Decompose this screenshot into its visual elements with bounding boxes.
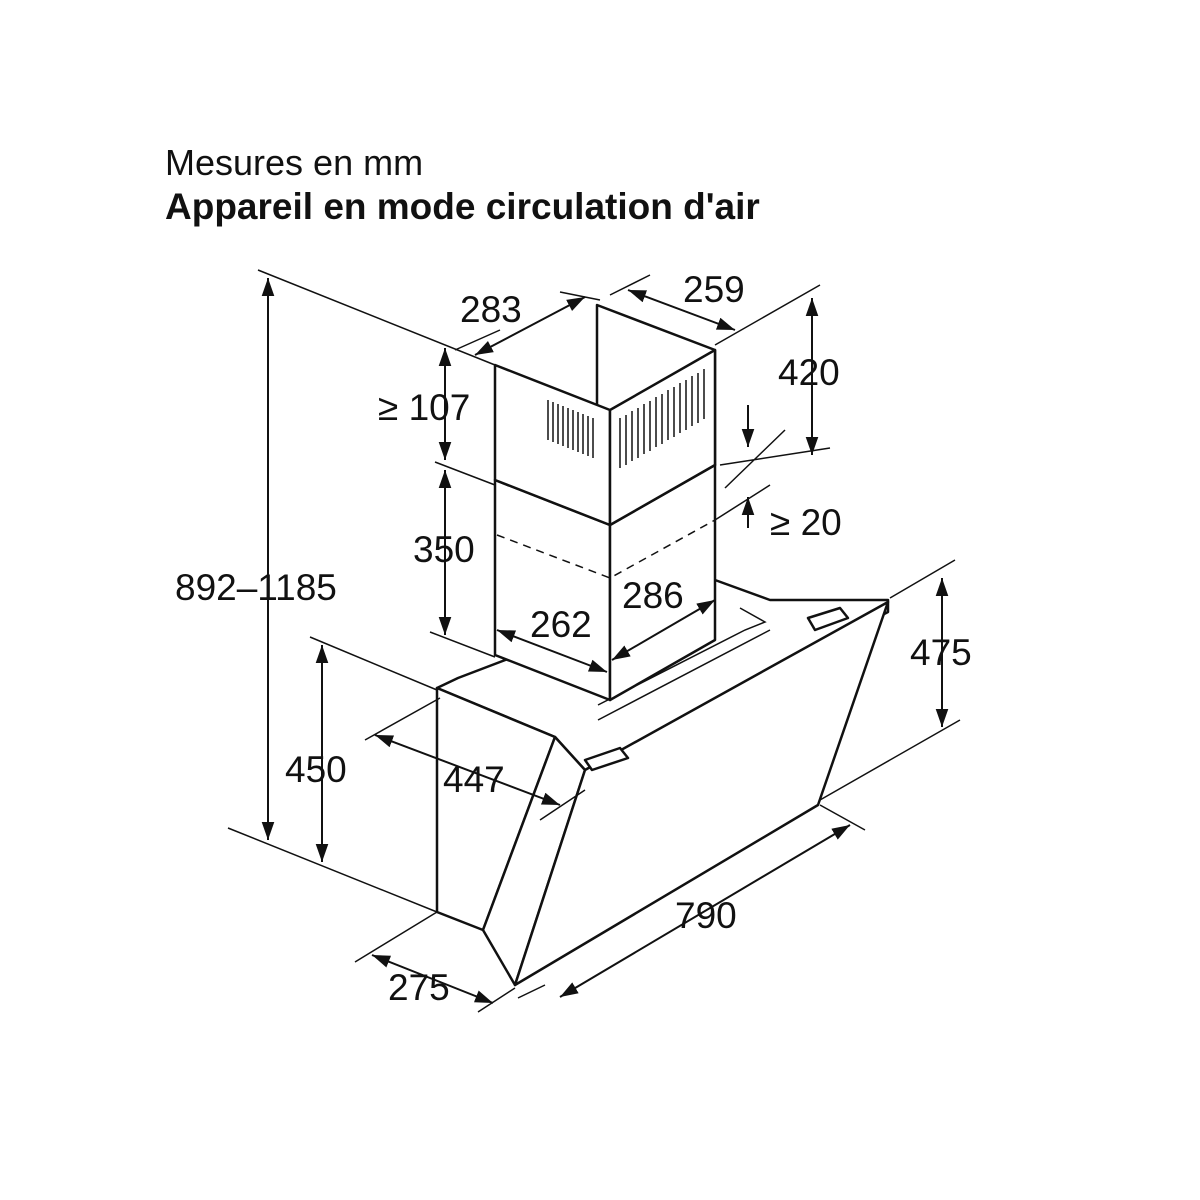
dim-286: 286 bbox=[622, 575, 684, 616]
dim-447: 447 bbox=[443, 759, 505, 800]
dimension-lines bbox=[227, 269, 961, 1013]
left-hinge bbox=[583, 746, 630, 772]
dim-259: 259 bbox=[683, 269, 745, 310]
dim-262: 262 bbox=[530, 604, 592, 645]
dim-450: 450 bbox=[285, 749, 347, 790]
dim-420: 420 bbox=[778, 352, 840, 393]
dim-283: 283 bbox=[460, 289, 522, 330]
diagram-title: Appareil en mode circulation d'air bbox=[165, 186, 760, 227]
dim-350: 350 bbox=[413, 529, 475, 570]
dim-475: 475 bbox=[910, 632, 972, 673]
upper-chimney bbox=[493, 303, 717, 527]
dim-min-20: ≥ 20 bbox=[770, 502, 842, 543]
dim-total-height: 892–1185 bbox=[175, 567, 337, 608]
units-note: Mesures en mm bbox=[165, 142, 424, 183]
right-hinge bbox=[806, 606, 850, 632]
dim-790: 790 bbox=[675, 895, 737, 936]
dim-min-107: ≥ 107 bbox=[378, 387, 470, 428]
dim-275: 275 bbox=[388, 967, 450, 1008]
